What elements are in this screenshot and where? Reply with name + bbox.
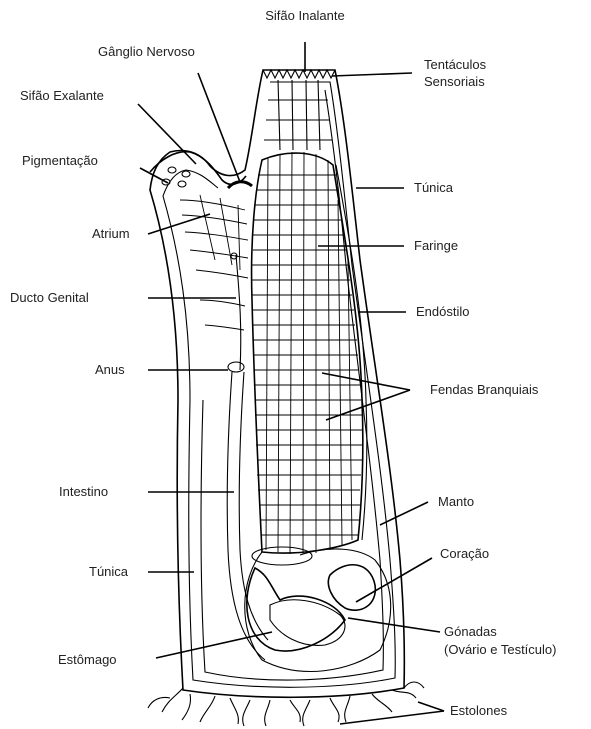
leader-tentaculos xyxy=(332,73,412,76)
label-intestino: Intestino xyxy=(59,484,108,499)
tunic-outline xyxy=(150,70,404,697)
pigment-spot xyxy=(178,181,186,187)
leader-estolones-1 xyxy=(340,711,444,724)
labels: Sifão Inalante Gânglio Nervoso Tentáculo… xyxy=(10,8,556,718)
leader-fendas-2 xyxy=(326,390,410,420)
label-atrium: Atrium xyxy=(92,226,130,241)
pigment-spot xyxy=(168,167,176,173)
inhalant-siphon-rim xyxy=(263,70,335,78)
label-anus: Anus xyxy=(95,362,125,377)
label-faringe: Faringe xyxy=(414,238,458,253)
body-illustration xyxy=(148,70,424,726)
label-gonadas-line1: Gónadas xyxy=(444,624,497,639)
leader-manto xyxy=(380,502,428,525)
leader-pigmentacao xyxy=(140,168,168,183)
stomach-shape xyxy=(247,568,345,651)
label-sifao-inalante: Sifão Inalante xyxy=(265,8,345,23)
pharynx-base xyxy=(252,547,312,565)
label-estomago: Estômago xyxy=(58,652,117,667)
label-tentaculos-line1: Tentáculos xyxy=(424,57,487,72)
label-gonadas-line2: (Ovário e Testículo) xyxy=(444,642,556,657)
atrium-grid xyxy=(180,195,248,330)
label-estolones: Estolones xyxy=(450,703,508,718)
pigment-spot xyxy=(182,171,190,177)
nerve-ganglion-shape xyxy=(228,182,252,188)
visceral-mass-outline xyxy=(245,549,391,671)
intestine-shape-inner xyxy=(239,372,268,640)
label-tentaculos-line2: Sensoriais xyxy=(424,74,485,89)
label-pigmentacao: Pigmentação xyxy=(22,153,98,168)
pharynx-grid xyxy=(252,152,362,554)
label-sifao-exalante: Sifão Exalante xyxy=(20,88,104,103)
anus-shape xyxy=(228,362,244,372)
leader-ganglio-nervoso xyxy=(198,73,240,182)
label-tunica-right: Túnica xyxy=(414,180,454,195)
genital-duct xyxy=(236,255,241,370)
label-coracao: Coração xyxy=(440,546,489,561)
label-ducto-genital: Ducto Genital xyxy=(10,290,89,305)
label-tunica-left: Túnica xyxy=(89,564,129,579)
label-fendas-branquiais: Fendas Branquiais xyxy=(430,382,539,397)
label-ganglio-nervoso: Gânglio Nervoso xyxy=(98,44,195,59)
label-endostilo: Endóstilo xyxy=(416,304,469,319)
leader-coracao xyxy=(356,558,432,602)
label-manto: Manto xyxy=(438,494,474,509)
heart-shape xyxy=(328,565,375,610)
leader-estomago xyxy=(156,632,272,658)
leader-estolones-2 xyxy=(418,702,444,711)
